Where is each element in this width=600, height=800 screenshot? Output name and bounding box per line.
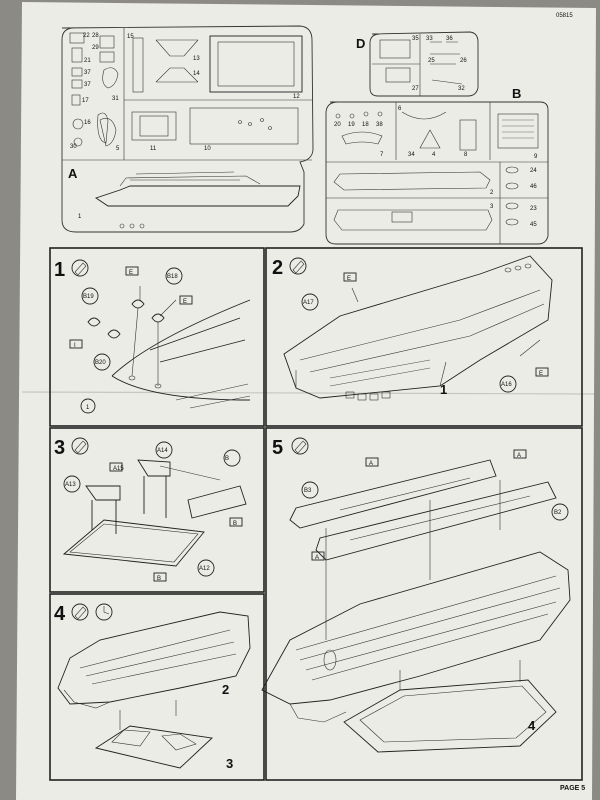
callout-part: A16 xyxy=(501,382,512,388)
callout-flag: A xyxy=(369,461,373,467)
callout-part: B19 xyxy=(83,294,94,300)
part-label: 26 xyxy=(460,58,467,64)
step-3: 3 A15 A14 B A13 B A12 B xyxy=(54,437,247,582)
glue-icon xyxy=(71,603,89,621)
step-4: 4 2 3 xyxy=(54,603,251,771)
part-label: 33 xyxy=(426,36,433,42)
part-label: 15 xyxy=(127,34,134,40)
part-label: 37 xyxy=(84,82,91,88)
part-number: 1 xyxy=(86,405,90,411)
callout-part: B xyxy=(225,456,229,462)
step-4-number: 4 xyxy=(54,603,66,625)
part-label: 1 xyxy=(78,214,82,220)
part-label: 30 xyxy=(70,144,77,150)
step-5: 5 A A B3 B2 A 4 xyxy=(261,437,571,753)
clock-icon xyxy=(95,603,113,621)
step-1: 1 E B18 B19 E I B20 1 xyxy=(54,259,251,414)
part-number: 2 xyxy=(222,682,229,697)
part-label: 28 xyxy=(92,33,99,39)
part-label: 22 xyxy=(83,33,90,39)
part-label: 4 xyxy=(432,152,436,158)
callout-part: B2 xyxy=(554,510,562,516)
callout-flag: E xyxy=(183,299,187,305)
step-2: 2 E A17 A16 E 1 xyxy=(272,255,553,401)
callout-part: A17 xyxy=(303,300,314,306)
step-5-number: 5 xyxy=(272,437,283,459)
part-label: 17 xyxy=(82,98,89,104)
glue-icon xyxy=(291,437,309,455)
part-label: 46 xyxy=(530,184,537,190)
step-2-panel xyxy=(265,247,583,427)
step-1-panel xyxy=(49,247,265,427)
part-label: 9 xyxy=(534,154,538,160)
part-label: 32 xyxy=(458,86,465,92)
part-label: 37 xyxy=(84,70,91,76)
part-label: 8 xyxy=(464,152,468,158)
callout-part: B18 xyxy=(167,274,178,280)
callout-part: A12 xyxy=(199,566,210,572)
sprue-b: 20 19 18 38 6 7 34 4 8 9 2 3 24 46 23 45… xyxy=(325,86,549,245)
part-label: 31 xyxy=(112,96,119,102)
glue-icon xyxy=(289,257,307,275)
part-label: 10 xyxy=(204,146,211,152)
part-label: 7 xyxy=(380,152,384,158)
part-label: 12 xyxy=(293,94,300,100)
part-label: 3 xyxy=(490,204,494,210)
part-label: 24 xyxy=(530,168,537,174)
callout-flag: B xyxy=(233,521,237,527)
callout-part: B20 xyxy=(95,360,106,366)
part-label: 27 xyxy=(412,86,419,92)
sprue-d: 35 33 36 25 26 27 32 D xyxy=(356,31,479,97)
callout-flag: E xyxy=(129,270,133,276)
part-number: 3 xyxy=(226,756,233,771)
part-label: 35 xyxy=(412,36,419,42)
glue-icon xyxy=(71,259,89,277)
callout-flag: A xyxy=(315,555,319,561)
document-code: 05815 xyxy=(556,13,573,19)
sprue-letter-a: A xyxy=(68,166,78,181)
part-label: 38 xyxy=(376,122,383,128)
sprue-letter-d: D xyxy=(356,36,365,51)
step-3-number: 3 xyxy=(54,437,65,459)
step-2-number: 2 xyxy=(272,257,283,279)
part-label: 34 xyxy=(408,152,415,158)
part-label: 45 xyxy=(530,222,537,228)
part-label: 14 xyxy=(193,71,200,77)
part-label: 16 xyxy=(84,120,91,126)
step-1-number: 1 xyxy=(54,259,65,281)
part-label: 18 xyxy=(362,122,369,128)
part-label: 23 xyxy=(530,206,537,212)
callout-part: B3 xyxy=(304,488,312,494)
part-label: 25 xyxy=(428,58,435,64)
part-label: 2 xyxy=(490,190,494,196)
part-number: 4 xyxy=(528,718,536,733)
sprue-letter-b: B xyxy=(512,86,521,101)
part-label: 6 xyxy=(398,106,402,112)
part-label: 13 xyxy=(193,56,200,62)
callout-part: A14 xyxy=(157,448,168,454)
part-label: 5 xyxy=(116,146,120,152)
sprue-a: 22 28 29 37 37 21 17 31 16 30 15 13 14 1… xyxy=(61,25,314,233)
callout-flag: A xyxy=(517,453,521,459)
part-label: 36 xyxy=(446,36,453,42)
callout-flag: I xyxy=(74,343,76,349)
glue-icon xyxy=(71,437,89,455)
step-5-panel xyxy=(265,427,583,781)
callout-flag: E xyxy=(347,276,351,282)
callout-flag: B xyxy=(157,576,161,582)
page-number: PAGE 5 xyxy=(560,785,585,792)
callout-part: A13 xyxy=(65,482,76,488)
part-number: 1 xyxy=(440,382,447,397)
part-label: 11 xyxy=(150,146,157,152)
callout-flag: E xyxy=(539,371,543,377)
part-label: 19 xyxy=(348,122,355,128)
callout-flag: A15 xyxy=(113,466,124,472)
part-label: 21 xyxy=(84,58,91,64)
paper-page xyxy=(16,2,596,800)
step-3-panel xyxy=(49,427,265,593)
part-label: 20 xyxy=(334,122,341,128)
part-label: 29 xyxy=(92,45,99,51)
